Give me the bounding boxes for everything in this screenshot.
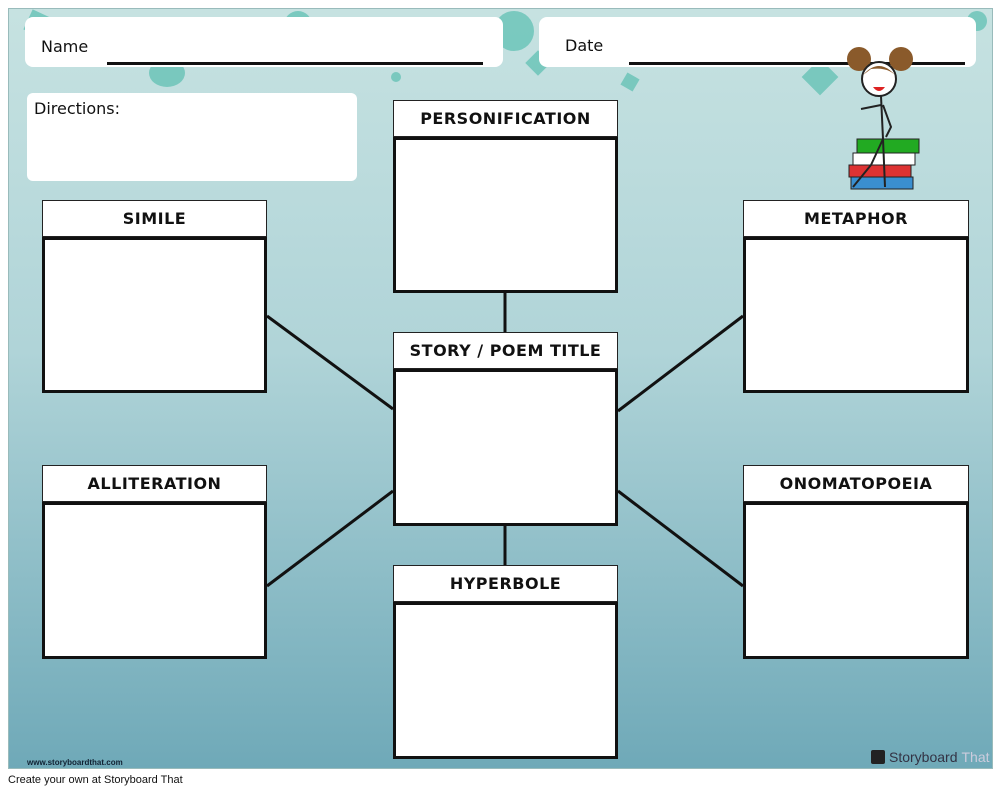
metaphor-header: METAPHOR <box>743 200 969 237</box>
personification-box[interactable] <box>393 137 618 293</box>
footer-link[interactable]: Create your own at Storyboard That <box>8 774 183 786</box>
hyperbole-header: HYPERBOLE <box>393 565 618 602</box>
name-label: Name <box>41 37 89 56</box>
logo-suffix: That <box>961 749 990 765</box>
connector-alliteration <box>266 489 394 588</box>
speech-bubble-icon <box>871 750 885 764</box>
alliteration-box[interactable] <box>42 502 267 659</box>
connector-metaphor <box>617 314 744 413</box>
simile-box[interactable] <box>42 237 267 393</box>
simile-header: SIMILE <box>42 200 267 237</box>
name-input-line[interactable] <box>107 62 483 65</box>
alliteration-header: ALLITERATION <box>42 465 267 502</box>
directions-card[interactable]: Directions: <box>27 93 357 181</box>
connector-onomatopoeia <box>617 489 744 588</box>
metaphor-box[interactable] <box>743 237 969 393</box>
personification-header: PERSONIFICATION <box>393 100 618 137</box>
hyperbole-box[interactable] <box>393 602 618 759</box>
girl-on-books-illustration <box>847 47 920 190</box>
connector-lines <box>266 293 744 588</box>
worksheet: Name Date Directions: PERSONIFICATION SI… <box>8 8 993 769</box>
watermark-url: www.storyboardthat.com <box>27 758 123 767</box>
directions-label: Directions: <box>34 99 121 118</box>
onomatopoeia-header: ONOMATOPOEIA <box>743 465 969 502</box>
onomatopoeia-box[interactable] <box>743 502 969 659</box>
date-input-line[interactable] <box>629 62 965 65</box>
logo-text: Storyboard <box>889 749 958 765</box>
decor-dot <box>391 72 401 82</box>
title-header: STORY / POEM TITLE <box>393 332 618 369</box>
name-card: Name <box>25 17 503 67</box>
date-label: Date <box>565 36 604 55</box>
connector-simile <box>266 314 394 411</box>
title-box[interactable] <box>393 369 618 526</box>
